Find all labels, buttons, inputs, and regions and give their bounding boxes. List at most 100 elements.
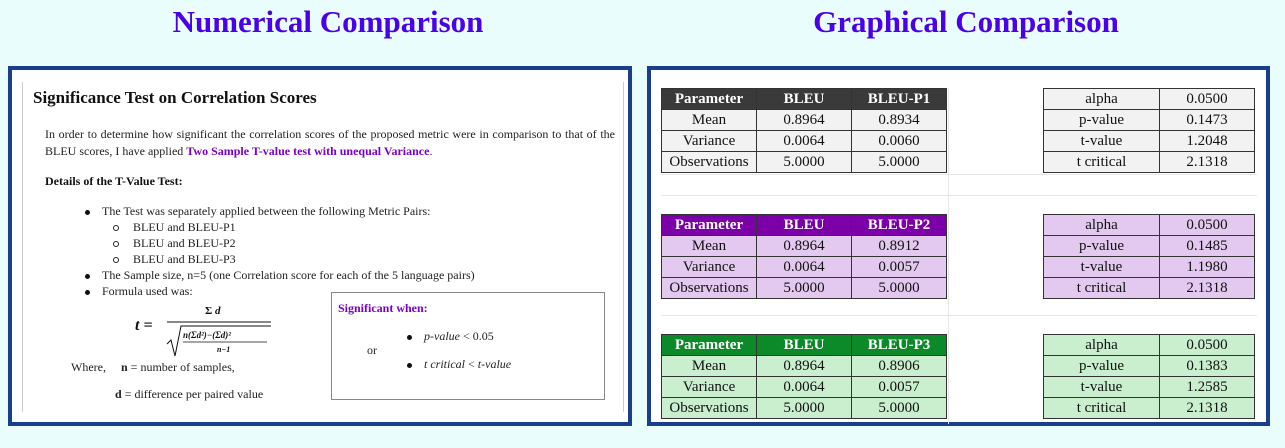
pair-text: BLEU and BLEU-P1 <box>133 220 236 234</box>
table-cell: 0.8906 <box>851 355 947 377</box>
stat-label: t-value <box>1043 376 1160 398</box>
stat-label: t critical <box>1043 277 1160 299</box>
pair-item: BLEU and BLEU-P2 <box>113 236 236 251</box>
header-cell: BLEU <box>756 214 852 236</box>
details-heading: Details of the T-Value Test: <box>45 174 183 188</box>
n-definition: = number of samples, <box>127 360 235 374</box>
n-symbol: n <box>120 360 128 374</box>
stat-value: 0.0500 <box>1159 334 1255 356</box>
stat-label: t critical <box>1043 397 1160 419</box>
stat-value: 2.1318 <box>1159 151 1255 173</box>
stat-label: t critical <box>1043 151 1160 173</box>
stat-value: 1.2585 <box>1159 376 1255 398</box>
gridline <box>948 88 949 424</box>
bullet-metric-pairs: The Test was separately applied between … <box>85 204 431 219</box>
test-name-highlight: Two Sample T-value test with unequal Var… <box>186 144 430 158</box>
significance-or: or <box>367 343 377 357</box>
stat-value: 0.0500 <box>1159 214 1255 236</box>
header-cell: Parameter <box>661 214 757 236</box>
table-cell: Variance <box>661 130 757 152</box>
stat-value: 0.1473 <box>1159 109 1255 131</box>
table-cell: Observations <box>661 397 757 419</box>
stat-label: t-value <box>1043 130 1160 152</box>
circle-bullet <box>113 225 119 232</box>
table-cell: Variance <box>661 376 757 398</box>
bullet-dot <box>85 209 90 215</box>
table-cell: Observations <box>661 151 757 173</box>
stat-label: p-value <box>1043 109 1160 131</box>
table-cell: 0.8964 <box>756 355 852 377</box>
bullet-formula: Formula used was: <box>85 284 193 299</box>
table-cell: 0.8912 <box>851 235 947 257</box>
bullet-text: The Sample size, n=5 (one Correlation sc… <box>102 268 475 282</box>
table-cell: 5.0000 <box>851 151 947 173</box>
table-cell: 5.0000 <box>756 277 852 299</box>
stat-value: 2.1318 <box>1159 397 1255 419</box>
bullet-sample-size: The Sample size, n=5 (one Correlation sc… <box>85 268 475 283</box>
t-test-formula: t = Σ d n(Σd²)−(Σd)² n−1 <box>135 305 271 357</box>
significance-box: Significant when: or p-value < 0.05 t cr… <box>331 292 605 400</box>
circle-bullet <box>113 257 119 264</box>
stat-label: t-value <box>1043 256 1160 278</box>
svg-text:t =: t = <box>135 317 153 334</box>
table-cell: 5.0000 <box>851 397 947 419</box>
stat-label: p-value <box>1043 355 1160 377</box>
header-cell: BLEU <box>756 88 852 110</box>
stat-value: 0.0500 <box>1159 88 1255 110</box>
circle-bullet <box>113 241 119 248</box>
table-cell: 0.0064 <box>756 256 852 278</box>
stat-value: 0.1485 <box>1159 235 1255 257</box>
table-cell: 0.8964 <box>756 235 852 257</box>
stat-label: alpha <box>1043 214 1160 236</box>
table-cell: 0.0057 <box>851 376 947 398</box>
header-cell: Parameter <box>661 334 757 356</box>
stat-value: 0.1383 <box>1159 355 1255 377</box>
numerical-comparison-heading: Numerical Comparison <box>172 4 484 39</box>
table-cell: Variance <box>661 256 757 278</box>
bullet-dot <box>85 289 90 295</box>
stat-label: alpha <box>1043 334 1160 356</box>
bullet-text: The Test was separately applied between … <box>102 204 431 218</box>
where-d: d = difference per paired value <box>115 387 263 402</box>
header-cell: BLEU-P2 <box>851 214 947 236</box>
graphical-comparison-heading: Graphical Comparison <box>813 4 1119 39</box>
table-cell: Mean <box>661 355 757 377</box>
pair-text: BLEU and BLEU-P3 <box>133 252 236 266</box>
table-cell: 5.0000 <box>756 151 852 173</box>
stat-label: p-value <box>1043 235 1160 257</box>
table-cell: Observations <box>661 277 757 299</box>
stat-label: alpha <box>1043 88 1160 110</box>
d-definition: = difference per paired value <box>121 387 264 401</box>
d-symbol: d <box>115 387 122 401</box>
gridline <box>661 195 1257 196</box>
stat-value: 2.1318 <box>1159 277 1255 299</box>
pair-item: BLEU and BLEU-P3 <box>113 252 236 267</box>
bullet-dot <box>407 362 412 368</box>
stat-value: 1.2048 <box>1159 130 1255 152</box>
significance-title: Significant when: <box>338 301 428 315</box>
intro-paragraph: In order to determine how significant th… <box>45 126 615 160</box>
svg-text:n−1: n−1 <box>217 345 230 354</box>
table-cell: 0.0057 <box>851 256 947 278</box>
table-cell: 0.0064 <box>756 130 852 152</box>
table-cell: 5.0000 <box>756 397 852 419</box>
gridline <box>661 174 1257 175</box>
svg-text:Σ d: Σ d <box>205 305 221 317</box>
header-cell: BLEU <box>756 334 852 356</box>
doc-title: Significance Test on Correlation Scores <box>33 88 317 107</box>
gridline <box>661 315 1257 316</box>
condition-pvalue: p-value < 0.05 <box>407 329 494 344</box>
header-cell: BLEU-P1 <box>851 88 947 110</box>
pair-text: BLEU and BLEU-P2 <box>133 236 236 250</box>
table-cell: 5.0000 <box>851 277 947 299</box>
intro-end: . <box>429 144 433 158</box>
bullet-text: Formula used was: <box>102 284 193 298</box>
stat-value: 1.1980 <box>1159 256 1255 278</box>
numerical-panel: Significance Test on Correlation Scores … <box>8 66 632 426</box>
